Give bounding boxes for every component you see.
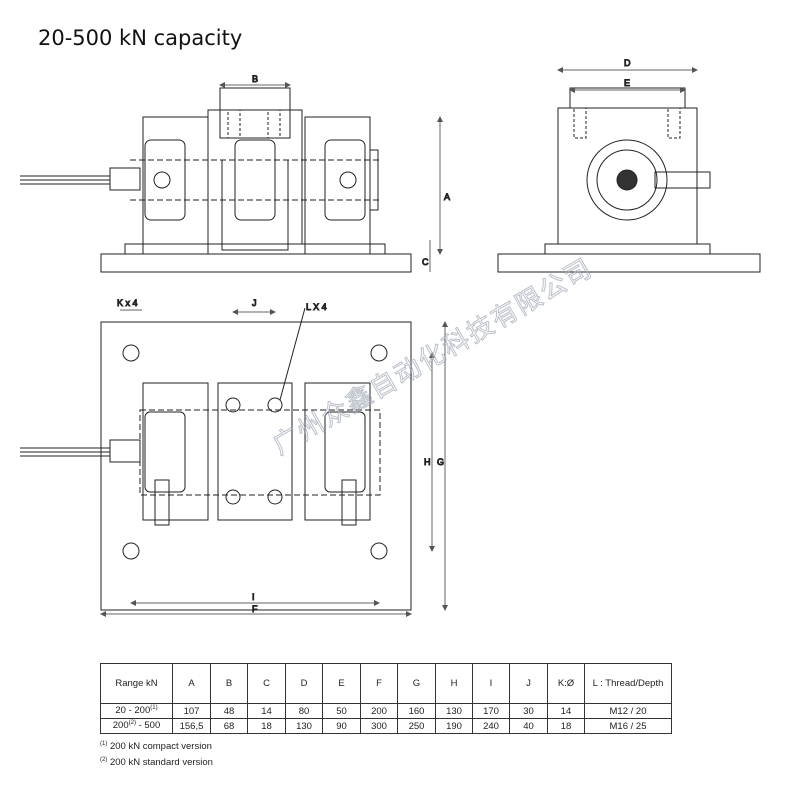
table-cell: 250 bbox=[397, 718, 436, 734]
table-cell: 50 bbox=[322, 703, 361, 719]
table-cell: 48 bbox=[210, 703, 248, 719]
range-text: 20 - 200 bbox=[115, 705, 151, 717]
range-cell: 200(2) - 500 bbox=[100, 718, 173, 734]
table-cell: 170 bbox=[472, 703, 510, 719]
range-cell: 20 - 200(1) bbox=[100, 703, 173, 719]
footnote-text: 200 kN standard version bbox=[107, 757, 213, 769]
header-cell: B bbox=[210, 663, 248, 704]
dim-label-k: K x 4 bbox=[117, 298, 138, 308]
table-header-row: Range kN A B C D E F G H I J K:Ø L : Thr… bbox=[100, 663, 672, 704]
table-cell: 156,5 bbox=[172, 718, 211, 734]
footnote-text: 200 kN compact version bbox=[107, 741, 212, 753]
dim-label-a: A bbox=[444, 192, 450, 202]
header-cell: I bbox=[472, 663, 510, 704]
header-cell: K:Ø bbox=[547, 663, 585, 704]
footnote-mark: (1) bbox=[100, 741, 108, 747]
header-cell: D bbox=[285, 663, 323, 704]
page-title: 20-500 kN capacity bbox=[38, 26, 243, 50]
footnote-2: (2) 200 kN standard version bbox=[100, 757, 213, 768]
footnote-mark: (2) bbox=[100, 757, 108, 763]
dim-label-f: F bbox=[252, 604, 258, 614]
dim-label-i: I bbox=[252, 592, 255, 602]
table-cell: 240 bbox=[472, 718, 510, 734]
front-view: B A C bbox=[20, 74, 451, 273]
table-cell: M16 / 25 bbox=[584, 718, 672, 734]
range-text: 200 bbox=[112, 720, 129, 732]
header-cell: Range kN bbox=[100, 663, 173, 704]
header-cell: J bbox=[509, 663, 548, 704]
header-cell: A bbox=[172, 663, 211, 704]
header-cell: H bbox=[435, 663, 473, 704]
table-cell: 160 bbox=[397, 703, 436, 719]
dimensions-table: Range kN A B C D E F G H I J K:Ø L : Thr… bbox=[100, 663, 672, 734]
footnote-1: (1) 200 kN compact version bbox=[100, 741, 212, 752]
table-row: 20 - 200(1) 107 48 14 80 50 200 160 130 … bbox=[100, 703, 672, 719]
dim-label-e: E bbox=[624, 78, 630, 88]
range-suffix: - 500 bbox=[135, 720, 161, 732]
header-cell: G bbox=[397, 663, 436, 704]
table-cell: 30 bbox=[509, 703, 548, 719]
table-cell: 190 bbox=[435, 718, 473, 734]
header-cell: F bbox=[360, 663, 398, 704]
table-cell: 300 bbox=[360, 718, 398, 734]
dim-label-g: G bbox=[437, 457, 444, 467]
table-cell: M12 / 20 bbox=[584, 703, 672, 719]
table-cell: 14 bbox=[547, 703, 585, 719]
plan-view: K x 4 J L X 4 H G I F bbox=[20, 298, 448, 617]
dim-label-c: C bbox=[422, 257, 429, 267]
table-cell: 130 bbox=[285, 718, 323, 734]
table-cell: 40 bbox=[509, 718, 548, 734]
dim-label-b: B bbox=[252, 74, 258, 84]
dim-label-j: J bbox=[252, 298, 257, 308]
table-cell: 200 bbox=[360, 703, 398, 719]
side-view: D E bbox=[497, 58, 761, 273]
dim-label-l: L X 4 bbox=[306, 302, 327, 312]
dim-label-h: H bbox=[424, 457, 431, 467]
table-cell: 18 bbox=[547, 718, 585, 734]
table-cell: 80 bbox=[285, 703, 323, 719]
table-cell: 90 bbox=[322, 718, 361, 734]
table-cell: 14 bbox=[247, 703, 286, 719]
table-cell: 130 bbox=[435, 703, 473, 719]
header-cell: C bbox=[247, 663, 286, 704]
footnote-mark: (2) bbox=[128, 720, 136, 727]
table-cell: 68 bbox=[210, 718, 248, 734]
table-cell: 107 bbox=[172, 703, 211, 719]
dim-label-d: D bbox=[624, 58, 631, 68]
header-cell: L : Thread/Depth bbox=[584, 663, 672, 704]
table-cell: 18 bbox=[247, 718, 286, 734]
table-row: 200(2) - 500 156,5 68 18 130 90 300 250 … bbox=[100, 718, 672, 734]
footnote-mark: (1) bbox=[150, 705, 158, 712]
header-cell: E bbox=[322, 663, 361, 704]
